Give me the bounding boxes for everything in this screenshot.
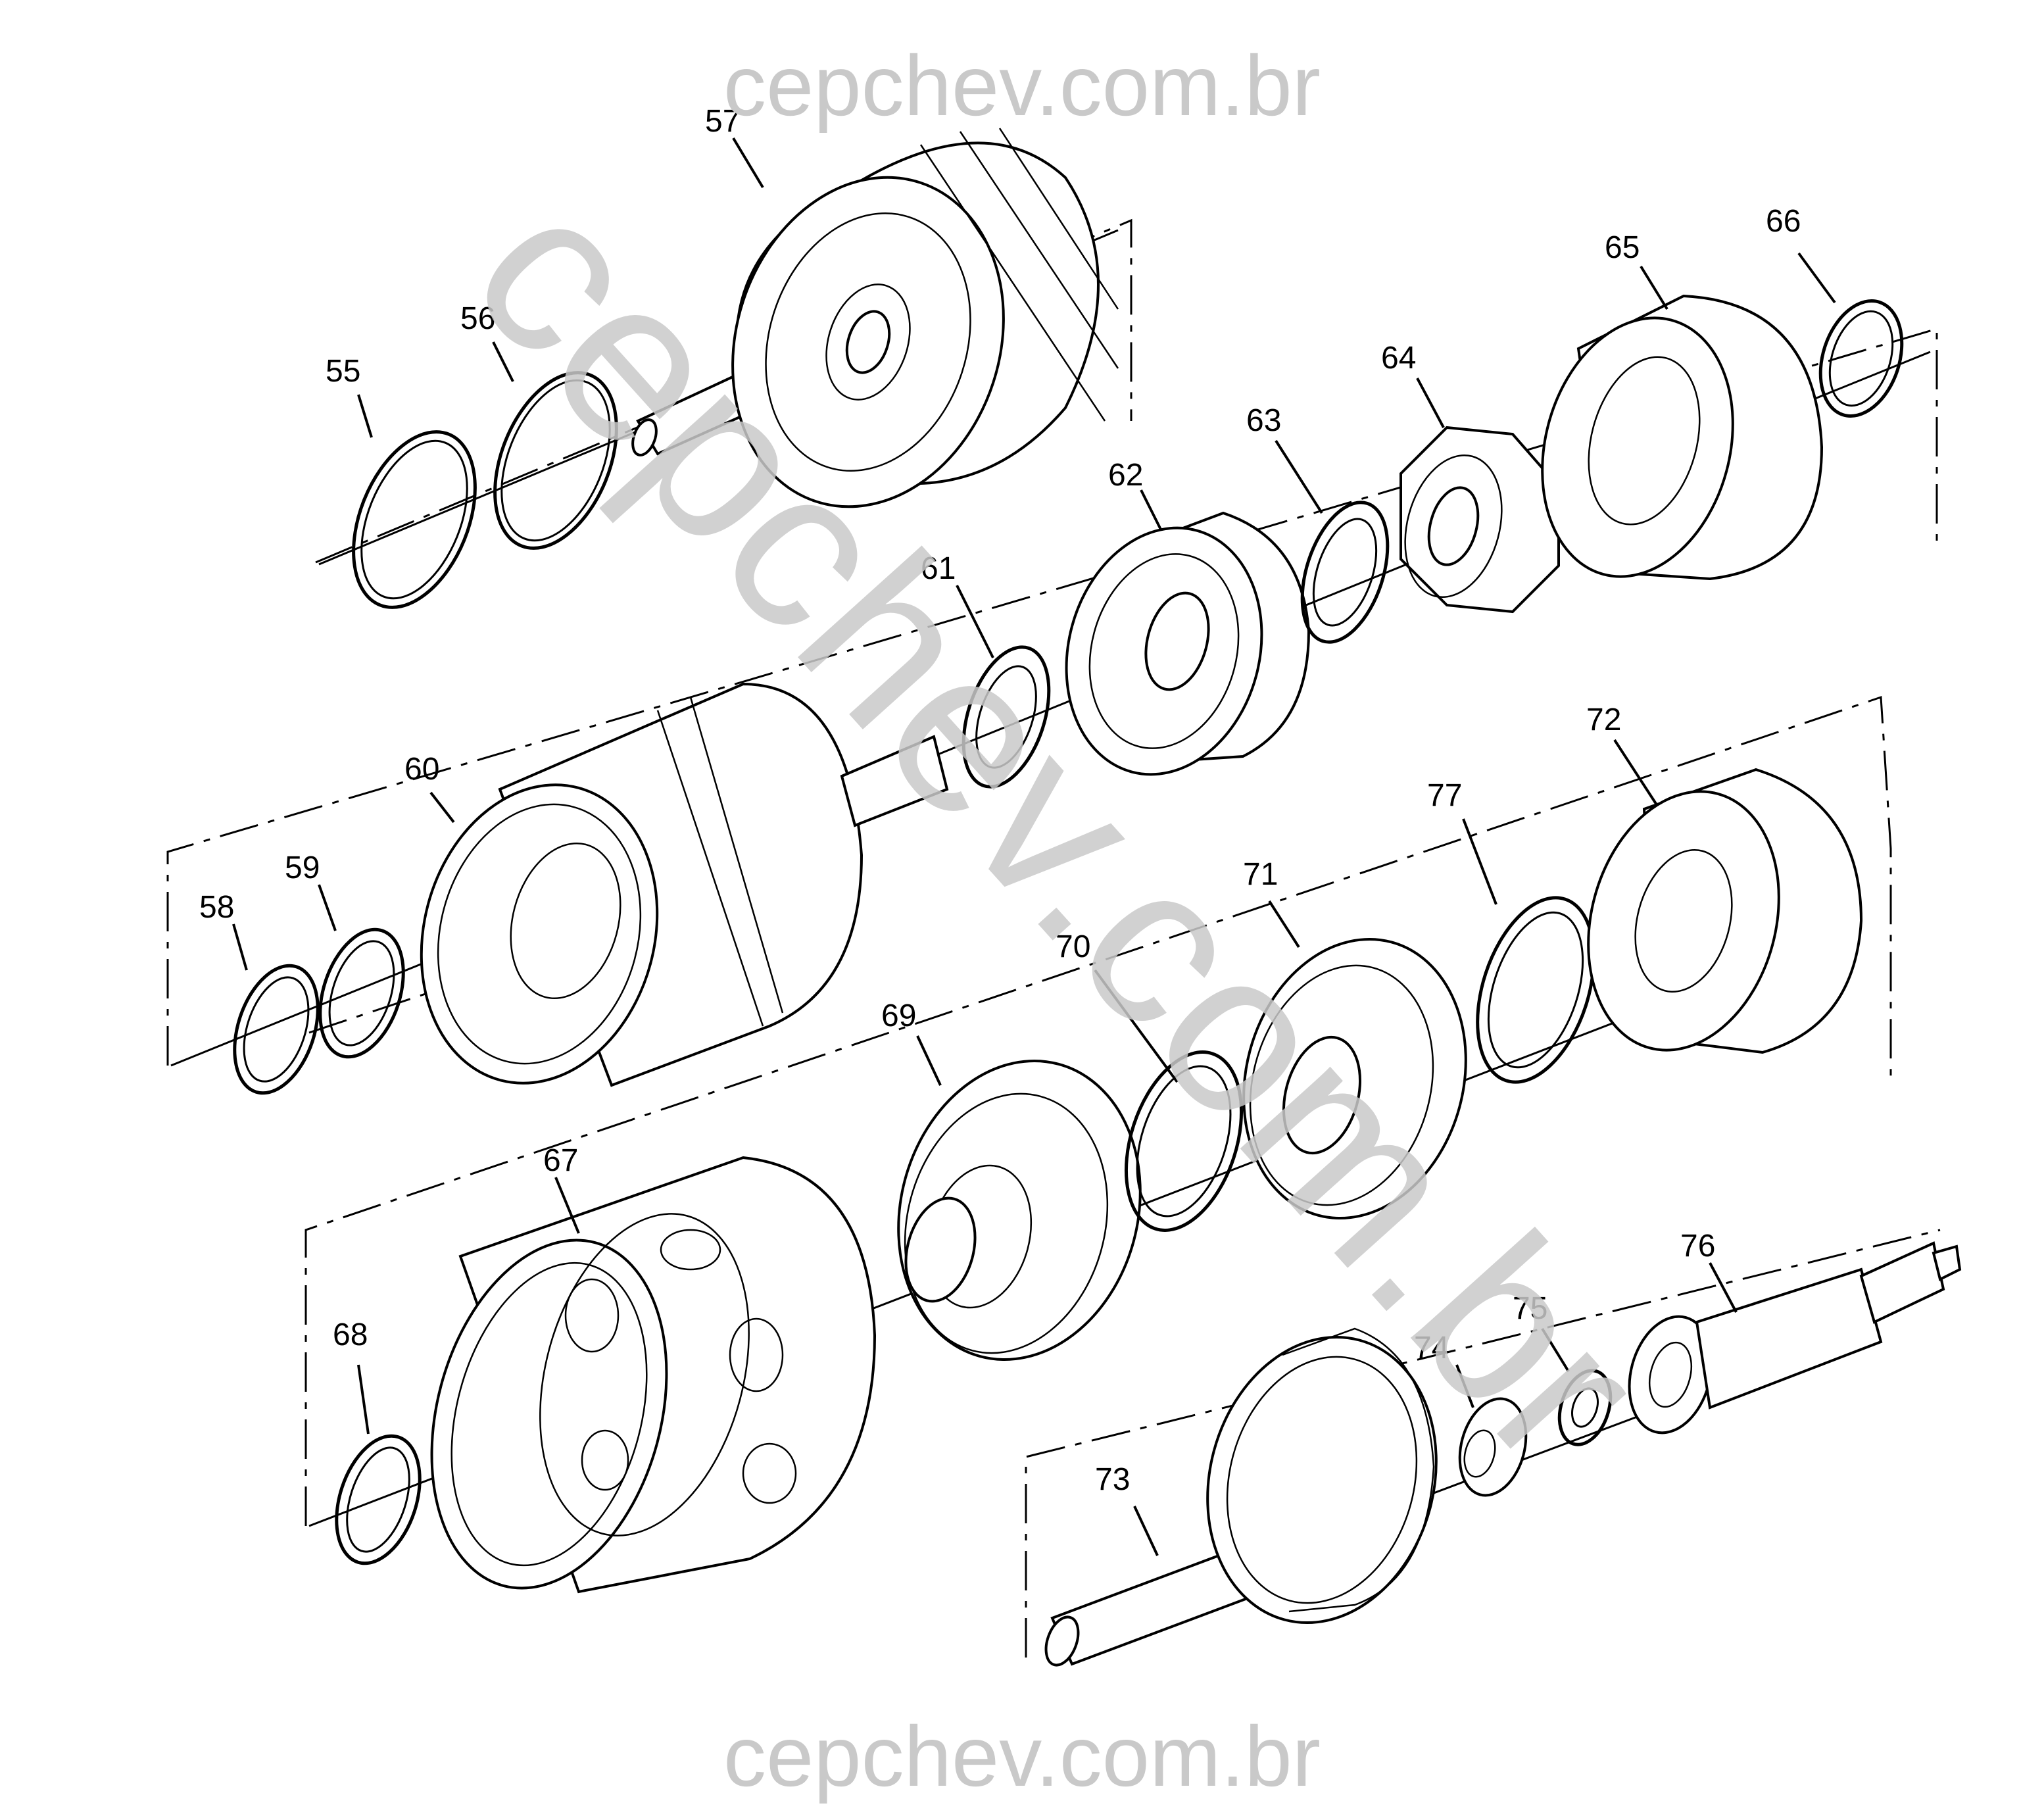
callout-60: 60 (404, 752, 439, 787)
part-77-thrust-bearing (1476, 896, 1595, 1084)
watermark-top: cepchev.com.br (723, 37, 1321, 134)
part-70-thrust-bearing (1124, 1050, 1244, 1232)
group-2 (170, 294, 1931, 1095)
callout-61: 61 (921, 551, 956, 586)
callout-63: 63 (1246, 403, 1281, 438)
callout-59: 59 (285, 850, 320, 885)
callout-57: 57 (705, 104, 740, 139)
callout-75: 75 (1513, 1291, 1547, 1326)
callout-leaders (232, 137, 1836, 1556)
callout-73: 73 (1095, 1462, 1130, 1497)
part-63-thrust-bearing (1300, 501, 1390, 644)
part-56-seal-ring (493, 371, 618, 550)
callout-64: 64 (1381, 341, 1416, 376)
group-1 (318, 128, 1119, 609)
callout-62: 62 (1108, 458, 1143, 493)
callout-77: 77 (1427, 778, 1462, 813)
callout-70: 70 (1056, 929, 1090, 964)
part-68-thrust-washer (335, 1434, 422, 1565)
part-72-output-carrier (1587, 768, 1863, 1054)
group-3 (308, 768, 1863, 1594)
part-58-thrust-washer (233, 964, 320, 1095)
callout-76: 76 (1680, 1229, 1715, 1264)
part-74-pinion-gear (1458, 1397, 1528, 1497)
callout-74: 74 (1414, 1331, 1449, 1365)
callout-69: 69 (881, 998, 916, 1033)
part-67-reaction-carrier-housing (430, 1156, 877, 1594)
part-65-ring-gear (1541, 294, 1824, 581)
callout-numbers: 55 56 57 58 59 60 61 62 63 64 65 66 67 6… (199, 104, 1801, 1497)
group-4 (1044, 1241, 1962, 1667)
part-73-output-shaft-assembly (1044, 1327, 1438, 1667)
callout-71: 71 (1243, 857, 1278, 892)
part-57-input-clutch-housing (631, 128, 1119, 508)
part-76-output-shaft (1628, 1241, 1962, 1435)
part-71-output-sun-gear (1242, 937, 1467, 1220)
part-60-clutch-housing (420, 682, 949, 1087)
part-75-thrust-washer (1557, 1369, 1613, 1446)
part-64-planetary-carrier (1399, 426, 1560, 614)
callout-68: 68 (333, 1317, 368, 1352)
callout-65: 65 (1605, 230, 1640, 265)
callout-66: 66 (1766, 204, 1801, 239)
part-62-clutch-hub (1065, 511, 1311, 776)
callout-55: 55 (326, 354, 360, 389)
part-59-thrust-washer (318, 927, 405, 1059)
watermark-bottom: cepchev.com.br (723, 1708, 1321, 1804)
callout-67: 67 (543, 1143, 578, 1178)
callout-56: 56 (460, 301, 495, 336)
part-69-sun-gear-drum (897, 1060, 1142, 1361)
callout-58: 58 (199, 890, 234, 925)
part-61-thrust-washer (961, 645, 1051, 789)
callout-72: 72 (1586, 702, 1621, 737)
part-55-snap-ring (352, 430, 477, 609)
part-66-snap-ring (1818, 299, 1904, 418)
